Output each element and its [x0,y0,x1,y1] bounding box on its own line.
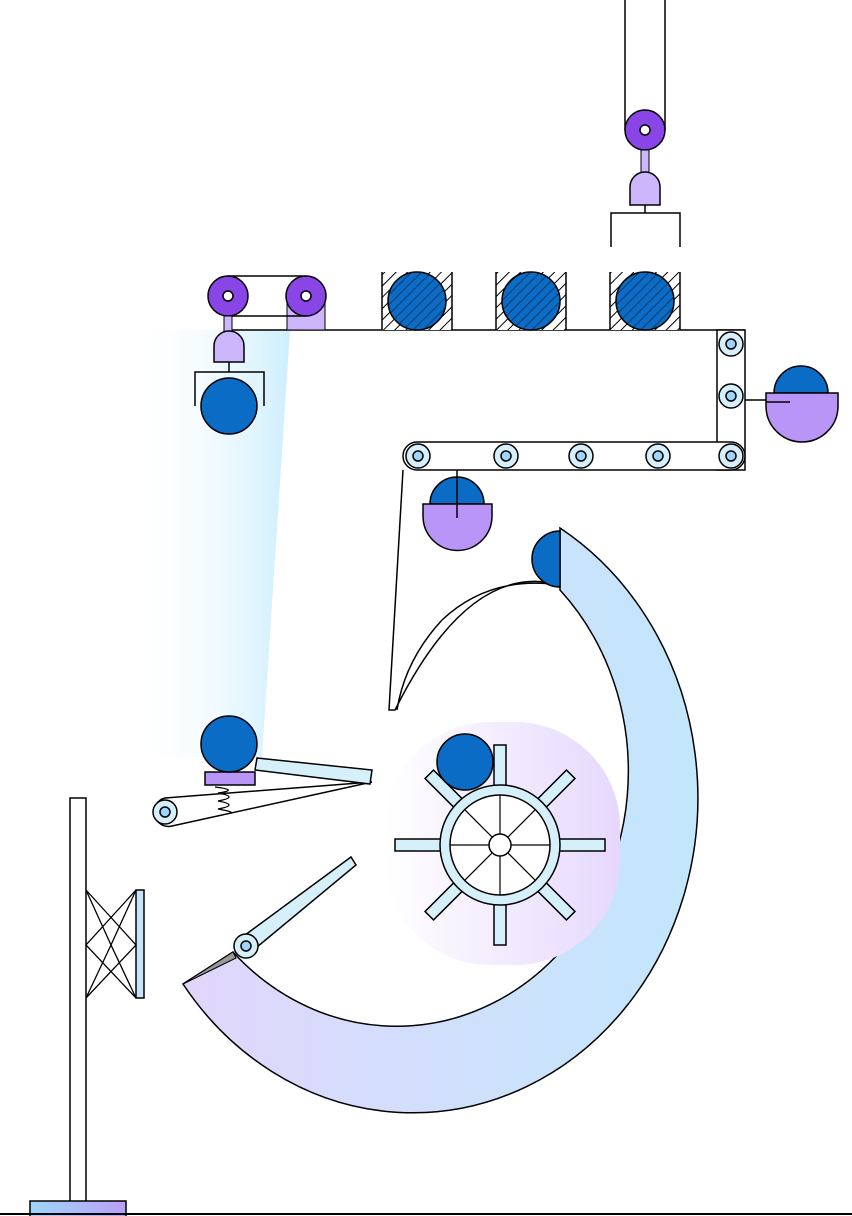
crane-gripper-head [629,171,661,206]
cup-with-ball-middle [422,470,493,552]
paddle-wheel [394,744,606,946]
pivot-arm [233,855,357,959]
crate-ball-2 [495,271,567,331]
crane-pulley [610,0,681,247]
gripper-holding-ball [194,315,265,435]
crane-gripper-empty [610,212,681,247]
ball [531,530,561,588]
cup-with-ball-right [745,365,839,443]
belt-pulley-pair [207,275,327,331]
funnel-chute [388,469,561,711]
light-beam [130,330,290,757]
ball [200,377,258,435]
ball [436,733,494,791]
crate-ball-3 [609,271,681,331]
crate-ball-1 [381,271,453,331]
middle-conveyor [402,441,746,471]
vertical-pole [69,797,87,1209]
spring-launcher [152,715,373,828]
scissor-mechanism [85,889,145,999]
ball [200,715,258,773]
base-block [29,1200,127,1216]
